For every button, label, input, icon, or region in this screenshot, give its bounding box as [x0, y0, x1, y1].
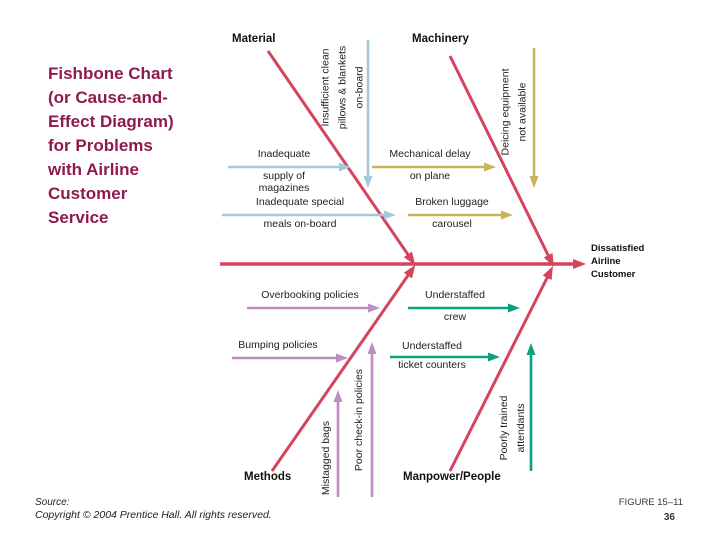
- methods-cause1-label: Overbooking policies: [261, 289, 359, 301]
- machinery-cause1-top: Mechanical delay: [389, 148, 471, 160]
- manpower-cause1-bottom: crew: [443, 311, 467, 323]
- source-label: Source:: [35, 497, 70, 508]
- machinery-cause3-label: Deicing equipment not available: [499, 68, 529, 156]
- material-cause1-bottom: supply of magazines: [258, 170, 310, 194]
- manpower-cause1-top: Understaffed: [425, 289, 485, 301]
- machinery-cause2-top: Broken luggage: [415, 196, 489, 208]
- machinery-cause2-bottom: carousel: [432, 218, 472, 230]
- manpower-bone: [448, 266, 553, 472]
- methods-cause4-label: Poor check-in policies: [353, 368, 365, 472]
- machinery-cause1-bottom: on plane: [409, 170, 451, 182]
- category-label-manpower: Manpower/People: [403, 471, 501, 483]
- machinery-bone: [448, 55, 554, 267]
- methods-cause3-label: Mistagged bags: [320, 420, 332, 496]
- material-cause1-top: Inadequate: [257, 148, 311, 160]
- manpower-cause2-bottom: ticket counters: [398, 359, 466, 371]
- material-bone: [266, 50, 416, 266]
- material-cause2-top: Inadequate special: [255, 196, 345, 208]
- methods-bone: [270, 264, 416, 472]
- slide-title: Fishbone Chart (or Cause-and- Effect Dia…: [48, 64, 174, 227]
- effect-label: Dissatisfied Airline Customer: [591, 243, 645, 280]
- category-label-machinery: Machinery: [412, 33, 469, 45]
- manpower-cause3-label: Poorly trained attendants: [498, 395, 527, 461]
- manpower-cause2-top: Understaffed: [402, 340, 462, 352]
- material-cause3-label: Insufficient clean pillows & blankets on…: [319, 45, 366, 130]
- category-label-methods: Methods: [244, 471, 292, 483]
- copyright-text: Copyright © 2004 Prentice Hall. All righ…: [35, 509, 272, 521]
- methods-cause2-label: Bumping policies: [238, 339, 318, 351]
- material-cause2-bottom: meals on-board: [263, 218, 337, 230]
- page-number: 36: [663, 512, 675, 523]
- category-label-material: Material: [232, 33, 276, 45]
- figure-label: FIGURE 15–11: [618, 497, 683, 508]
